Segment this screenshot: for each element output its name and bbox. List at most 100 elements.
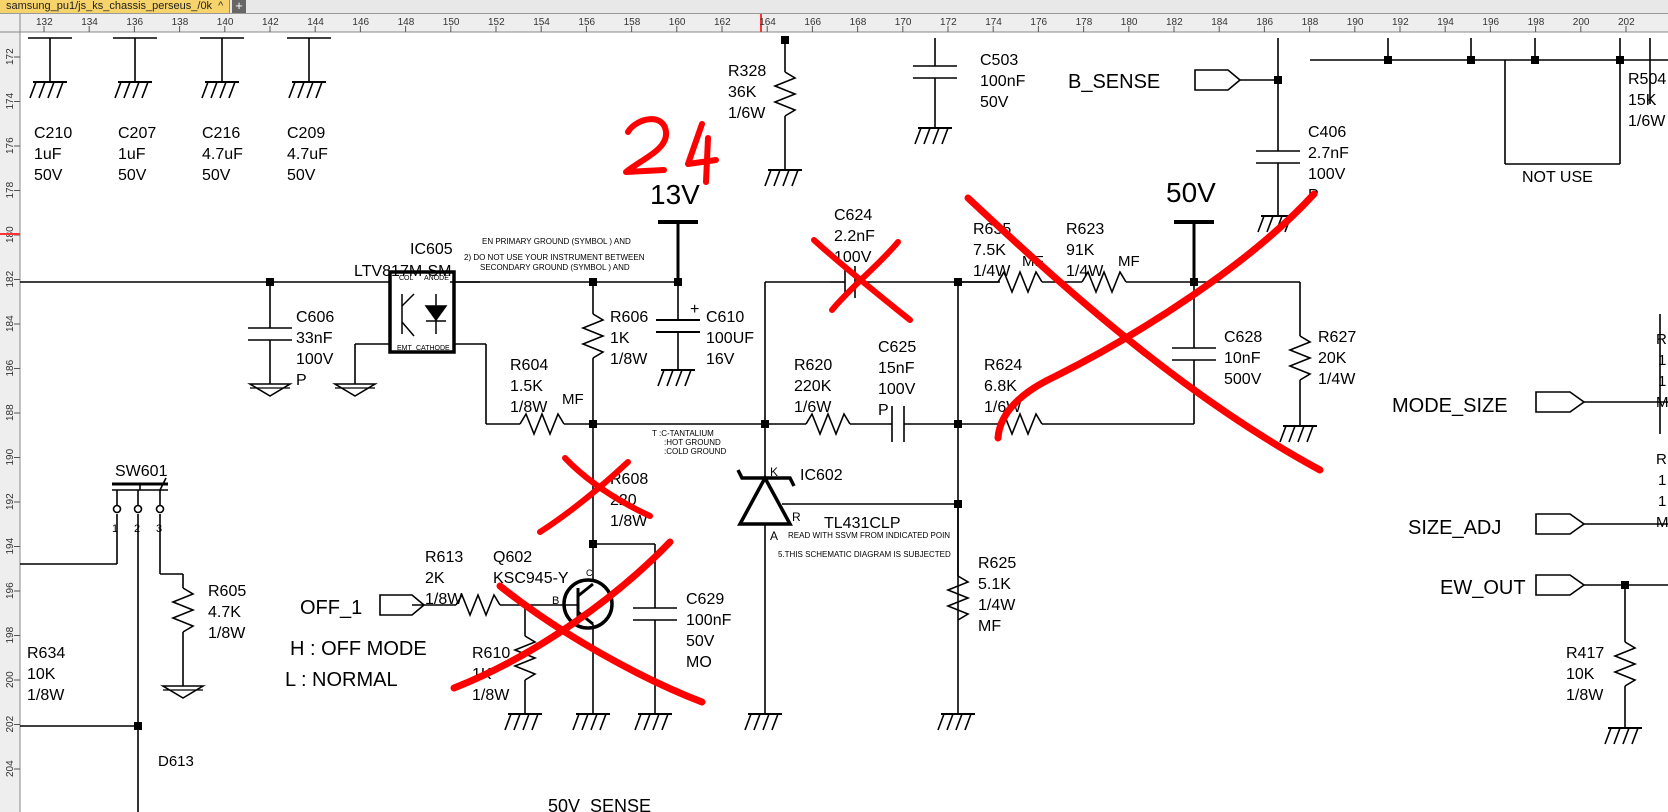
ruler-left-label: 188 <box>5 404 16 421</box>
ruler-top-label: 158 <box>624 17 641 28</box>
component-ref: SW601 <box>115 463 168 480</box>
pin-emt: EMT <box>397 345 413 352</box>
component-value: 50V <box>287 167 316 184</box>
component-value: 6.8K <box>984 378 1017 395</box>
sw-pin-1: 1 <box>112 523 118 535</box>
component-value: 4.7uF <box>202 146 243 163</box>
ruler-left-label: 200 <box>5 671 16 688</box>
component-value: 50V <box>202 167 231 184</box>
ruler-left-label: 184 <box>5 315 16 332</box>
component-value: 1/8W <box>610 513 648 530</box>
mf-label-r623: MF <box>1118 253 1140 270</box>
component-value: 1/6W <box>728 105 766 122</box>
edge-label-1: 1 <box>1658 352 1666 369</box>
note-ground-2b: SECONDARY GROUND (SYMBOL ) AND <box>480 263 630 272</box>
component-ref: C210 <box>34 125 72 142</box>
ruler-left-label: 204 <box>5 760 16 777</box>
ruler-top-label: 142 <box>262 17 279 28</box>
ruler-top-label: 144 <box>307 17 324 28</box>
document-tab[interactable]: samsung_pu1/js_ks_chassis_perseus_/0k ^ <box>0 0 231 13</box>
component-value: 1/8W <box>208 625 246 642</box>
ruler-top-label: 200 <box>1573 17 1590 28</box>
component-ref: R504 <box>1628 71 1666 88</box>
ruler-top-label: 164 <box>759 17 776 28</box>
component-ref: C606 <box>296 309 334 326</box>
edge-label-7: M <box>1656 514 1668 531</box>
ruler-top-label: 190 <box>1347 17 1364 28</box>
ruler-left-label: 176 <box>5 137 16 154</box>
component-value: 100V <box>1308 166 1346 183</box>
top-ruler <box>0 14 1668 32</box>
tab-close-icon[interactable]: ^ <box>218 0 224 12</box>
ruler-top-label: 176 <box>1030 17 1047 28</box>
component-value: 1/8W <box>610 351 648 368</box>
component-value: 36K <box>728 84 757 101</box>
component-value: 50V <box>686 633 715 650</box>
ruler-top-label: 160 <box>669 17 686 28</box>
component-ref: C624 <box>834 207 872 224</box>
legend-cold-ground: :COLD GROUND <box>664 447 726 456</box>
sense-label-cut: 50V_SENSE <box>548 796 651 812</box>
pin-r: R <box>792 510 801 524</box>
component-value: 1/4W <box>1066 263 1104 280</box>
add-tab-button[interactable]: + <box>232 0 246 13</box>
ruler-top-label: 196 <box>1482 17 1499 28</box>
component-value: 2.7nF <box>1308 145 1349 162</box>
component-value: 91K <box>1066 242 1095 259</box>
component-ref: R613 <box>425 549 463 566</box>
component-value: 10K <box>1566 666 1595 683</box>
pin-b: B <box>552 595 559 607</box>
ruler-top-label: 138 <box>172 17 189 28</box>
tab-title: samsung_pu1/js_ks_chassis_perseus_/0k <box>6 0 213 12</box>
component-value: 1/8W <box>472 687 510 704</box>
ruler-top-label: 178 <box>1076 17 1093 28</box>
component-sw601[interactable]: SW601 <box>115 463 168 480</box>
ruler-top-label: 174 <box>985 17 1002 28</box>
component-ref: C610 <box>706 309 744 326</box>
ruler-left-label: 192 <box>5 493 16 510</box>
ruler-top-label: 156 <box>578 17 595 28</box>
ruler-top-label: 148 <box>398 17 415 28</box>
component-value: MO <box>686 654 712 671</box>
ruler-top-label: 182 <box>1166 17 1183 28</box>
ruler-top-label: 186 <box>1256 17 1273 28</box>
note-ssvm: READ WITH SSVM FROM INDICATED POIN <box>788 531 950 540</box>
component-value: P <box>878 402 889 419</box>
component-value: 5.1K <box>978 576 1011 593</box>
component-value: 1/8W <box>1566 687 1604 704</box>
legend-tantalium: T :C-TANTALIUM <box>652 429 714 438</box>
component-value: 50V <box>118 167 147 184</box>
component-ref: R625 <box>978 555 1016 572</box>
ruler-top-label: 152 <box>488 17 505 28</box>
component-value: 10K <box>27 666 56 683</box>
